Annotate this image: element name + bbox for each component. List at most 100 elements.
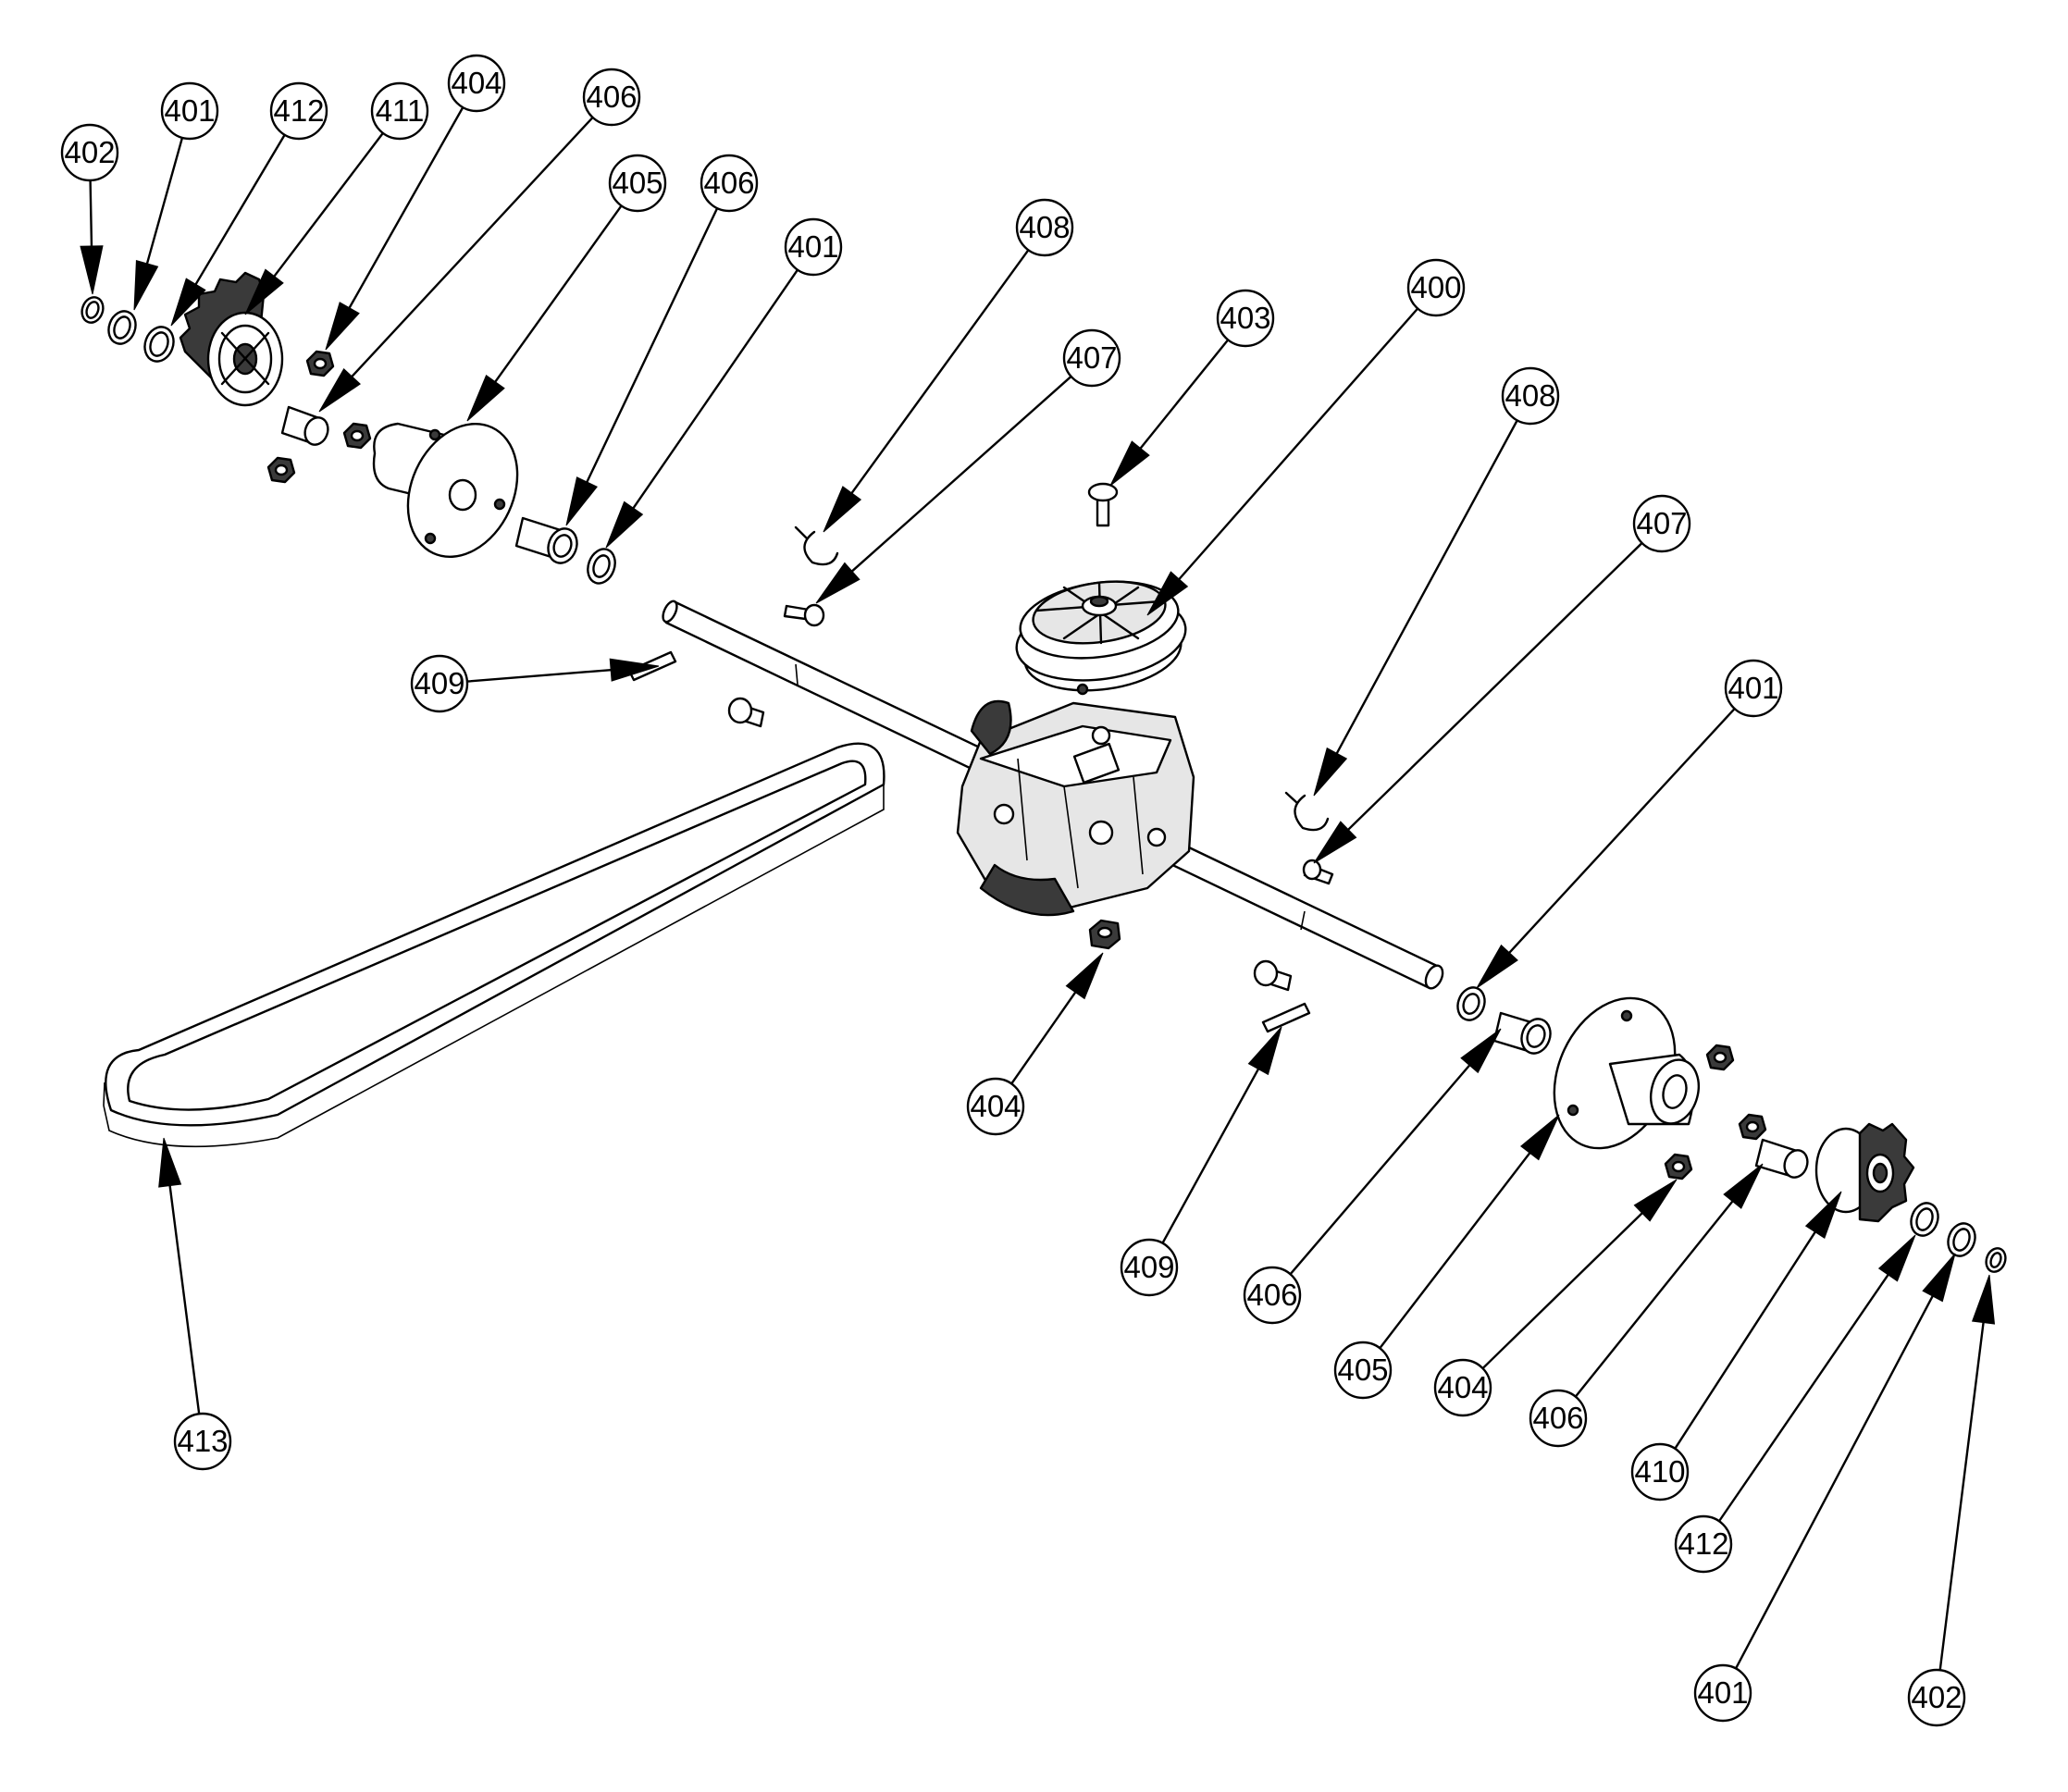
leader-arrowhead [1313, 747, 1348, 797]
leader-line [89, 179, 93, 248]
right-washer-inner [1910, 1202, 1939, 1237]
leader-arrowhead [1971, 1274, 1996, 1325]
bolt-403 [1087, 482, 1119, 527]
right-thrust-washer [1456, 986, 1486, 1021]
left-bushing-large [514, 516, 578, 564]
callout-406: 406 [1529, 1163, 1764, 1448]
leader-line [494, 204, 623, 383]
right-hex-nut-c [1664, 1153, 1693, 1180]
callout-406: 406 [318, 68, 641, 413]
callout-bubble [1501, 366, 1560, 426]
callout-407: 407 [1313, 494, 1691, 864]
leader-arrowhead [823, 486, 862, 533]
callout-label: 412 [273, 93, 324, 128]
leader-arrowhead [1520, 1114, 1560, 1161]
leader-arrowhead [318, 367, 361, 413]
leader-line [145, 136, 184, 266]
leader-arrowhead [1146, 571, 1189, 616]
callout-label: 409 [1123, 1250, 1174, 1284]
leader-line [168, 1184, 201, 1415]
leader-line [632, 268, 799, 510]
leader-line [1335, 419, 1518, 755]
leader-line [1379, 1152, 1531, 1350]
callout-label: 404 [1437, 1370, 1488, 1404]
callout-bubble [700, 154, 759, 213]
leader-line [1734, 1294, 1934, 1670]
callout-label: 406 [703, 166, 754, 200]
right-hub-flange [1553, 996, 1700, 1150]
callout-bubble [582, 68, 641, 127]
leader-arrowhead [1065, 952, 1104, 1000]
leader-line [1009, 991, 1077, 1085]
callout-403: 403 [1109, 289, 1275, 487]
callout-bubble [966, 1077, 1025, 1136]
pin-lower [1302, 859, 1334, 885]
leader-arrowhead [325, 302, 360, 351]
callout-label: 410 [1634, 1454, 1685, 1489]
callout-402: 402 [1907, 1274, 1996, 1727]
callout-409: 409 [410, 654, 660, 713]
transmission-gearbox [956, 580, 1195, 917]
callout-bubble [1243, 1266, 1302, 1325]
leader-arrowhead [1109, 440, 1150, 487]
left-drive-gear [179, 271, 284, 407]
callout-label: 401 [787, 229, 838, 264]
callout-bubble [447, 54, 506, 113]
callout-label: 402 [1911, 1680, 1962, 1714]
callout-label: 403 [1220, 301, 1270, 335]
callout-label: 406 [1246, 1278, 1297, 1312]
callout-bubble [1724, 659, 1783, 718]
leader-line [850, 375, 1072, 573]
leader-arrowhead [1476, 944, 1518, 989]
leader-arrowhead [1633, 1179, 1678, 1222]
leader-line [850, 249, 1030, 495]
callout-label: 407 [1066, 340, 1117, 375]
callout-bubble [1062, 328, 1121, 388]
pin-upper [783, 603, 825, 627]
leader-arrowhead [466, 374, 505, 422]
callout-label: 409 [414, 666, 464, 700]
left-bushing-small [280, 405, 329, 446]
callout-label: 402 [64, 135, 115, 169]
callout-bubble [60, 123, 119, 182]
callout-label: 401 [164, 93, 215, 128]
leader-line [1508, 707, 1736, 954]
left-hub-flange [372, 422, 519, 559]
callout-405: 405 [1333, 1114, 1560, 1400]
callout-bubble [1216, 289, 1275, 348]
leader-line [1347, 541, 1643, 831]
callout-bubble [1630, 1442, 1690, 1502]
callout-label: 404 [970, 1089, 1021, 1123]
callout-407: 407 [815, 328, 1121, 604]
callout-label: 413 [177, 1424, 228, 1458]
right-drive-gear [1814, 1122, 1915, 1223]
callout-406: 406 [1243, 1028, 1502, 1325]
leader-line [1161, 1068, 1260, 1244]
callout-412: 412 [170, 81, 328, 327]
leader-line [1574, 1200, 1734, 1398]
left-washer-outer [107, 310, 137, 345]
callout-label: 401 [1697, 1675, 1748, 1710]
callout-bubble [1674, 1514, 1733, 1574]
leader-arrowhead [133, 260, 159, 311]
callout-401: 401 [133, 81, 219, 311]
right-washer-outer [1947, 1222, 1976, 1257]
left-hex-nut-b [342, 422, 372, 450]
callout-413: 413 [158, 1137, 232, 1471]
leader-arrowhead [1460, 1028, 1502, 1074]
leader-line [1289, 1064, 1471, 1276]
flange-bolt-right [1253, 959, 1293, 992]
callout-410: 410 [1630, 1191, 1842, 1502]
callout-label: 401 [1727, 671, 1778, 705]
callout-bubble [1693, 1663, 1752, 1723]
callout-406: 406 [565, 154, 759, 526]
leader-arrowhead [605, 501, 644, 549]
right-bushing-large [1492, 1011, 1552, 1055]
callout-label: 406 [586, 80, 637, 114]
leader-line [1178, 307, 1419, 581]
drive-belt [103, 742, 885, 1148]
callout-409: 409 [1120, 1026, 1282, 1297]
leader-line [273, 131, 385, 278]
leader-arrowhead [1804, 1191, 1842, 1239]
